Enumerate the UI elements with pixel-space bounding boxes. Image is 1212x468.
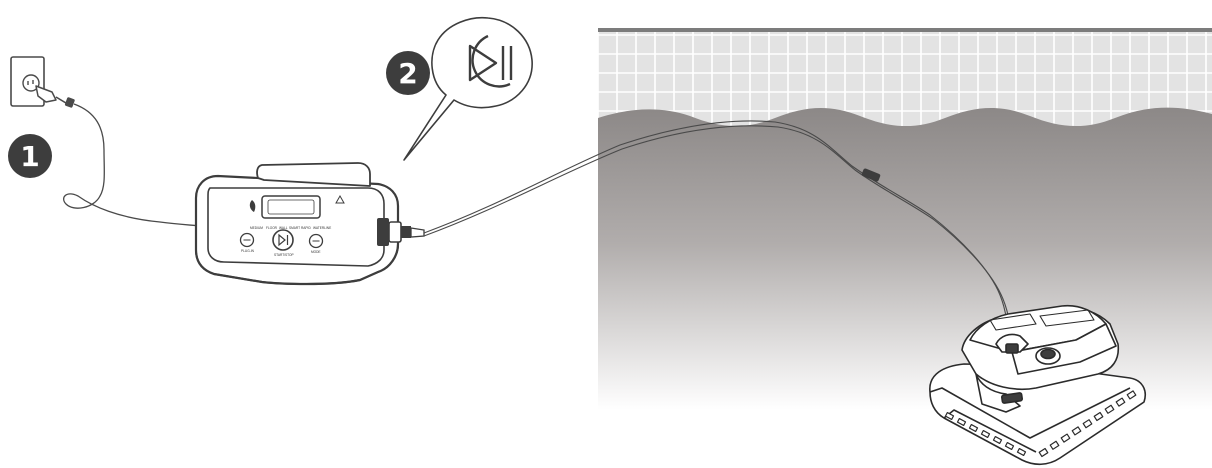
start-stop-button[interactable]: START/STOP xyxy=(272,229,294,257)
plug-in-label: PLUG-IN xyxy=(241,249,255,253)
wifi-icon xyxy=(335,194,345,204)
brand-logo-icon xyxy=(249,200,256,212)
mode-label-floor: FLOOR xyxy=(266,226,278,230)
pool-water xyxy=(598,107,1212,410)
pool-rim xyxy=(598,28,1212,32)
display-screen xyxy=(261,195,321,219)
pool xyxy=(598,28,1212,410)
power-plug-icon xyxy=(35,85,75,108)
mode-label-waterline: WATERLINE xyxy=(313,226,331,230)
pool-tile-wall xyxy=(598,28,1212,138)
wall-outlet-icon xyxy=(10,56,45,107)
pool-robot-icon xyxy=(929,304,1146,466)
mode-button[interactable]: MODE xyxy=(308,233,324,255)
plug-in-button[interactable]: PLUG-IN xyxy=(239,232,255,254)
mode-label-rapid: RAPID xyxy=(301,226,311,230)
control-box: MEDIUM FLOOR WALL SMART RAPID WATERLINE … xyxy=(194,162,425,286)
cable-connector xyxy=(377,218,425,246)
start-stop-label: START/STOP xyxy=(274,253,294,257)
floating-cable xyxy=(423,120,1012,347)
svg-text:1: 1 xyxy=(20,140,39,173)
step-2-badge: 2 xyxy=(386,51,430,95)
mode-label-wall: WALL xyxy=(279,226,288,230)
power-cord xyxy=(63,103,201,227)
mode-label: MODE xyxy=(311,250,321,254)
mode-labels: MEDIUM FLOOR WALL SMART RAPID WATERLINE xyxy=(250,226,331,230)
robot-tracks xyxy=(944,390,1137,458)
svg-text:2: 2 xyxy=(398,57,417,90)
mode-label-smart: SMART xyxy=(289,226,300,230)
cable-swivel xyxy=(861,168,881,182)
play-pause-icon xyxy=(468,34,513,88)
step-1-badge: 1 xyxy=(8,134,52,178)
mode-label-medium: MEDIUM xyxy=(250,226,263,230)
start-callout: 2 xyxy=(386,16,533,161)
